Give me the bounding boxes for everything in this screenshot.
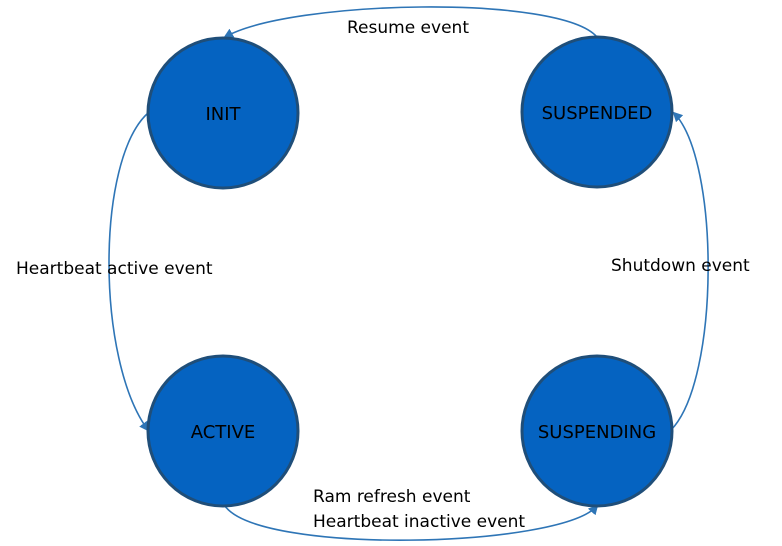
label-resume-event: Resume event [347,18,469,38]
state-suspending-circle [520,354,674,508]
state-suspended-label: SUSPENDED [542,103,653,124]
label-shutdown-event: Shutdown event [611,256,750,276]
state-init-circle [146,36,300,190]
state-init: INIT [146,36,300,190]
label-heartbeat-inactive-event: Heartbeat inactive event [313,512,525,532]
edge-active-to-suspending [224,504,599,541]
label-ram-refresh-event: Ram refresh event [313,487,471,507]
state-active: ACTIVE [146,354,300,508]
state-init-label: INIT [205,104,241,125]
state-suspending: SUSPENDING [520,354,674,508]
edge-suspended-to-init [223,6,598,38]
edge-init-to-active [108,112,150,432]
state-suspended: SUSPENDED [520,35,674,189]
state-active-label: ACTIVE [191,422,256,443]
state-active-circle [146,354,300,508]
state-suspended-circle [520,35,674,189]
label-heartbeat-active-event: Heartbeat active event [16,259,213,279]
edge-suspending-to-suspended [670,111,709,431]
state-suspending-label: SUSPENDING [538,422,656,443]
